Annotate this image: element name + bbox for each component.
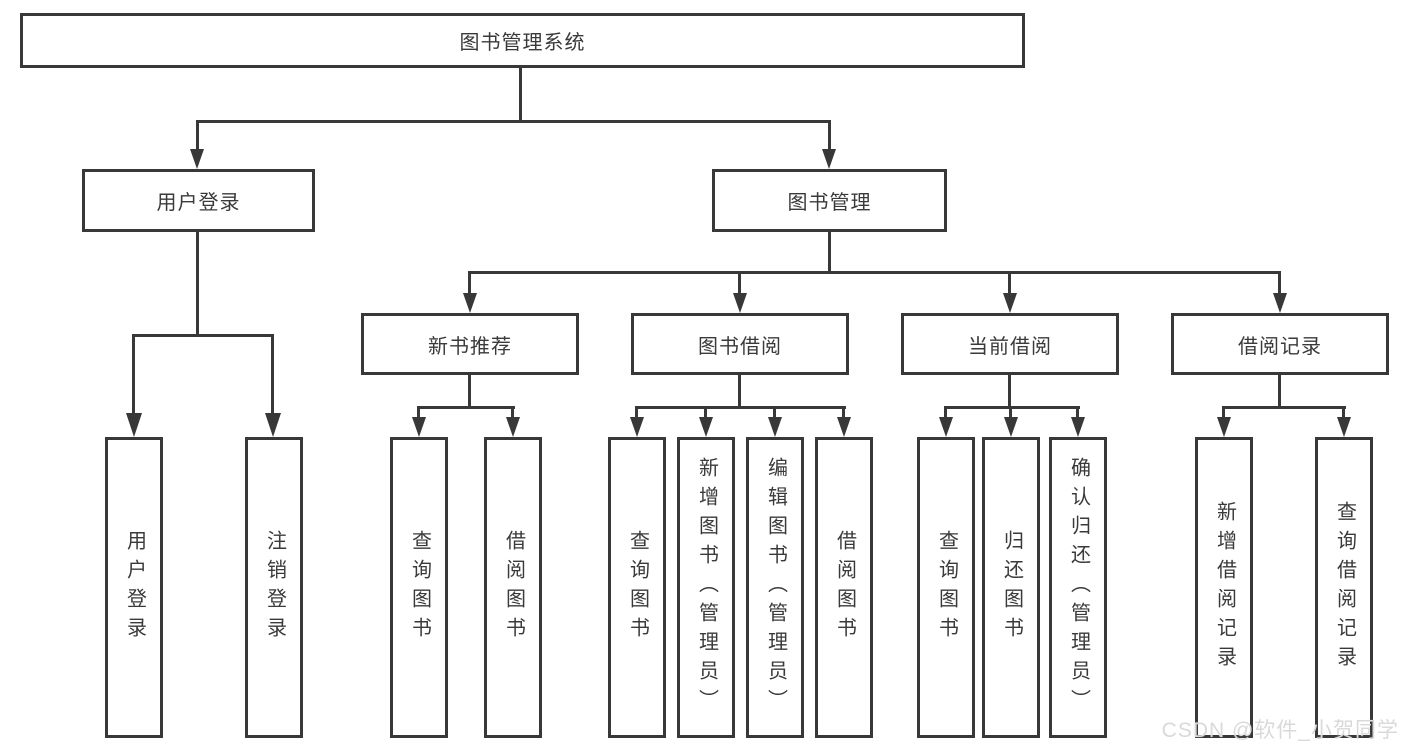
- node-book-management: 图书管理: [712, 169, 947, 232]
- arrowhead-B2: [699, 417, 713, 437]
- leaf-confirm-return-admin-label: 确认归还（管理员）: [1067, 457, 1090, 718]
- leaf-user-login: 用户登录: [105, 437, 163, 738]
- leaf-borrow-books-label: 借阅图书: [833, 529, 856, 646]
- connector-groupB-stem: [738, 375, 741, 408]
- leaf-query-books-current-label: 查询图书: [935, 529, 958, 646]
- node-library-system-label: 图书管理系统: [459, 32, 586, 54]
- connector-groupA-rail: [418, 406, 515, 409]
- node-borrow-records-label: 借阅记录: [1238, 335, 1322, 358]
- leaf-borrow-books: 借阅图书: [815, 437, 873, 738]
- connector-groupC-stem: [1008, 375, 1011, 408]
- connector-login-stem: [196, 232, 199, 336]
- leaf-query-books-recommend-label: 查询图书: [408, 529, 431, 646]
- connector-mgmt-stem: [828, 232, 831, 273]
- leaf-edit-book-admin: 编辑图书（管理员）: [746, 437, 804, 738]
- connector-D1-drop: [1222, 406, 1225, 418]
- connector-C3-drop: [1076, 406, 1079, 418]
- connector-B2-drop: [704, 406, 707, 418]
- connector-C1-drop: [944, 406, 947, 418]
- connector-B1-drop: [635, 406, 638, 418]
- leaf-query-books-current: 查询图书: [917, 437, 975, 738]
- arrowhead-B3: [768, 417, 782, 437]
- connector-user-login-drop: [196, 120, 199, 150]
- arrowhead-D2: [1337, 417, 1351, 437]
- leaf-borrow-books-recommend: 借阅图书: [484, 437, 542, 738]
- leaf-add-book-admin-label: 新增图书（管理员）: [695, 457, 718, 718]
- leaf-add-book-admin: 新增图书（管理员）: [677, 437, 735, 738]
- arrowhead-leaf-login: [126, 413, 142, 437]
- node-book-borrow-label: 图书借阅: [698, 335, 782, 358]
- arrowhead-newbook: [463, 293, 477, 313]
- connector-leaf-login-drop: [132, 334, 135, 416]
- leaf-return-book: 归还图书: [982, 437, 1040, 738]
- connector-mgmt-rail: [468, 271, 1281, 274]
- connector-borrow-drop: [738, 271, 741, 295]
- leaf-query-books-borrow: 查询图书: [608, 437, 666, 738]
- connector-B4-drop: [842, 406, 845, 418]
- leaf-add-borrow-record: 新增借阅记录: [1195, 437, 1253, 738]
- node-user-login: 用户登录: [82, 169, 315, 232]
- node-library-system: 图书管理系统: [20, 13, 1025, 68]
- arrowhead-D1: [1217, 417, 1231, 437]
- node-book-borrow: 图书借阅: [631, 313, 849, 375]
- leaf-logout-label: 注销登录: [263, 529, 286, 646]
- arrowhead-borrow: [733, 293, 747, 313]
- connector-groupD-rail: [1223, 406, 1346, 409]
- node-current-borrow: 当前借阅: [901, 313, 1119, 375]
- node-new-book-recommend: 新书推荐: [361, 313, 579, 375]
- arrowhead-leaf-logout: [265, 413, 281, 437]
- connector-groupD-stem: [1278, 375, 1281, 408]
- arrowhead-C2: [1004, 417, 1018, 437]
- connector-groupA-stem: [468, 375, 471, 408]
- leaf-edit-book-admin-label: 编辑图书（管理员）: [764, 457, 787, 718]
- arrowhead-B4: [837, 417, 851, 437]
- node-book-management-label: 图书管理: [787, 192, 872, 214]
- arrowhead-current: [1003, 293, 1017, 313]
- arrowhead-A1: [412, 417, 426, 437]
- leaf-add-borrow-record-label: 新增借阅记录: [1213, 500, 1236, 675]
- node-user-login-label: 用户登录: [156, 192, 241, 214]
- arrowhead-A2: [506, 417, 520, 437]
- node-borrow-records: 借阅记录: [1171, 313, 1389, 375]
- arrowhead-C3: [1071, 417, 1085, 437]
- leaf-return-book-label: 归还图书: [1000, 529, 1023, 646]
- arrowhead-C1: [939, 417, 953, 437]
- connector-newbook-drop: [468, 271, 471, 295]
- leaf-query-borrow-record: 查询借阅记录: [1315, 437, 1373, 738]
- connector-A2-drop: [511, 406, 514, 418]
- connector-A1-drop: [417, 406, 420, 418]
- connector-B3-drop: [773, 406, 776, 418]
- arrowhead-user-login: [190, 149, 204, 169]
- csdn-watermark: CSDN @软件_小贺同学: [1161, 719, 1399, 742]
- connector-records-drop: [1278, 271, 1281, 295]
- leaf-user-login-label: 用户登录: [123, 529, 146, 646]
- leaf-query-books-recommend: 查询图书: [390, 437, 448, 738]
- arrowhead-records: [1273, 293, 1287, 313]
- node-current-borrow-label: 当前借阅: [968, 335, 1052, 358]
- connector-root-stem: [519, 68, 522, 121]
- leaf-query-borrow-record-label: 查询借阅记录: [1333, 500, 1356, 675]
- arrowhead-book-mgmt: [822, 149, 836, 169]
- leaf-logout: 注销登录: [245, 437, 303, 738]
- leaf-borrow-books-recommend-label: 借阅图书: [502, 529, 525, 646]
- connector-groupB-rail: [636, 406, 846, 409]
- node-new-book-recommend-label: 新书推荐: [428, 335, 512, 358]
- connector-leaf-logout-drop: [271, 334, 274, 416]
- connector-root-rail: [196, 120, 831, 123]
- connector-book-mgmt-drop: [828, 120, 831, 150]
- leaf-confirm-return-admin: 确认归还（管理员）: [1049, 437, 1107, 738]
- leaf-query-books-borrow-label: 查询图书: [626, 529, 649, 646]
- arrowhead-B1: [630, 417, 644, 437]
- connector-login-rail: [133, 334, 274, 337]
- connector-current-drop: [1008, 271, 1011, 295]
- connector-D2-drop: [1342, 406, 1345, 418]
- connector-C2-drop: [1009, 406, 1012, 418]
- connector-groupC-rail: [945, 406, 1080, 409]
